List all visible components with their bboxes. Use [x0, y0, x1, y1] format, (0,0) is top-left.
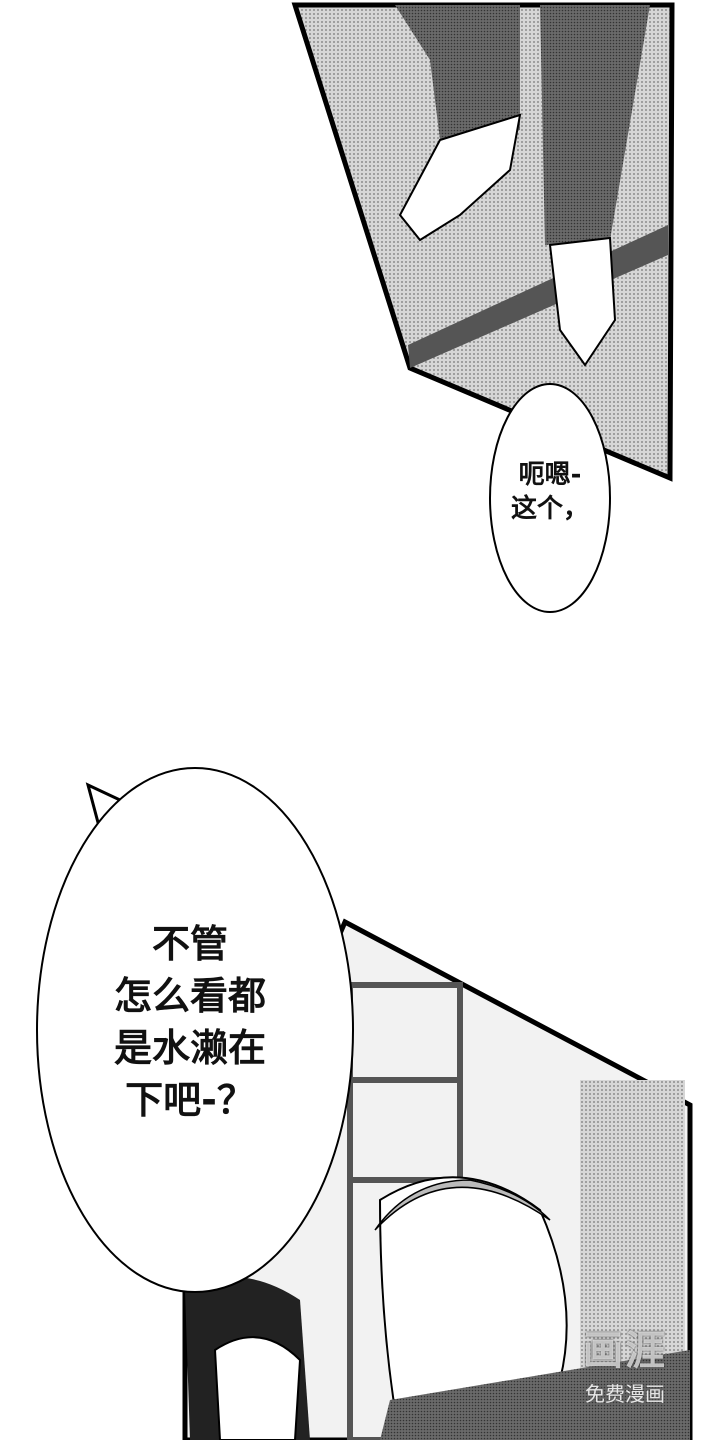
speech-line: 呃嗯-	[518, 460, 582, 490]
speech-line: 不管	[151, 922, 228, 966]
speech-text-1: 呃嗯- 这个，	[500, 458, 600, 526]
panel-feet	[291, 2, 675, 482]
speech-line: 这个，	[510, 494, 589, 524]
watermark-tagline: 免费漫画	[585, 1382, 665, 1406]
speech-line: 是水濑在	[113, 1026, 266, 1070]
watermark-logo: 画涯	[583, 1328, 667, 1374]
speech-bubble-1	[489, 383, 611, 613]
speech-line: 下吧-？	[125, 1078, 255, 1122]
speech-bubble-2	[36, 767, 354, 1293]
speech-text-2: 不管 怎么看都 是水濑在 下吧-？	[60, 918, 320, 1126]
speech-line: 怎么看都	[113, 974, 266, 1018]
watermark: 画涯 免费漫画	[560, 1318, 690, 1407]
